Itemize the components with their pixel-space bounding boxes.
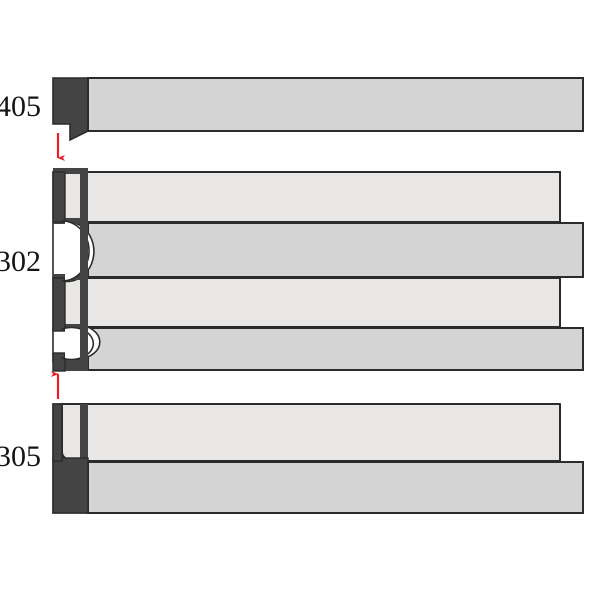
middle-spine-left-seg-3: [52, 352, 66, 372]
middle-spine-left-seg-1: [52, 171, 66, 223]
middle-spine-gap-2: [53, 218, 88, 224]
reference-label-405: 405: [0, 90, 41, 123]
reference-label-305: 305: [0, 440, 41, 473]
bot-bar-2: [87, 461, 584, 514]
mid-bar-2: [87, 222, 584, 278]
bottom-spine-left-col: [52, 457, 89, 514]
middle-spine-gap-5: [64, 363, 88, 371]
middle-spine-left-seg-2: [52, 277, 66, 332]
middle-assembly[interactable]: [52, 168, 584, 372]
bot-bar-1: [59, 403, 561, 462]
mid-bar-3: [59, 277, 561, 328]
mid-bar-4: [87, 327, 584, 371]
middle-spine-right-fill: [80, 172, 88, 370]
bottom-spine-upper-left: [52, 403, 63, 462]
bottom-assembly[interactable]: [52, 403, 584, 514]
middle-spine-gap-1: [53, 168, 88, 174]
mid-bar-1: [59, 171, 561, 223]
top-bar-1: [87, 77, 584, 132]
top-assembly[interactable]: [52, 77, 584, 142]
top-assembly-spine: [52, 77, 89, 142]
reference-label-302: 302: [0, 245, 41, 278]
